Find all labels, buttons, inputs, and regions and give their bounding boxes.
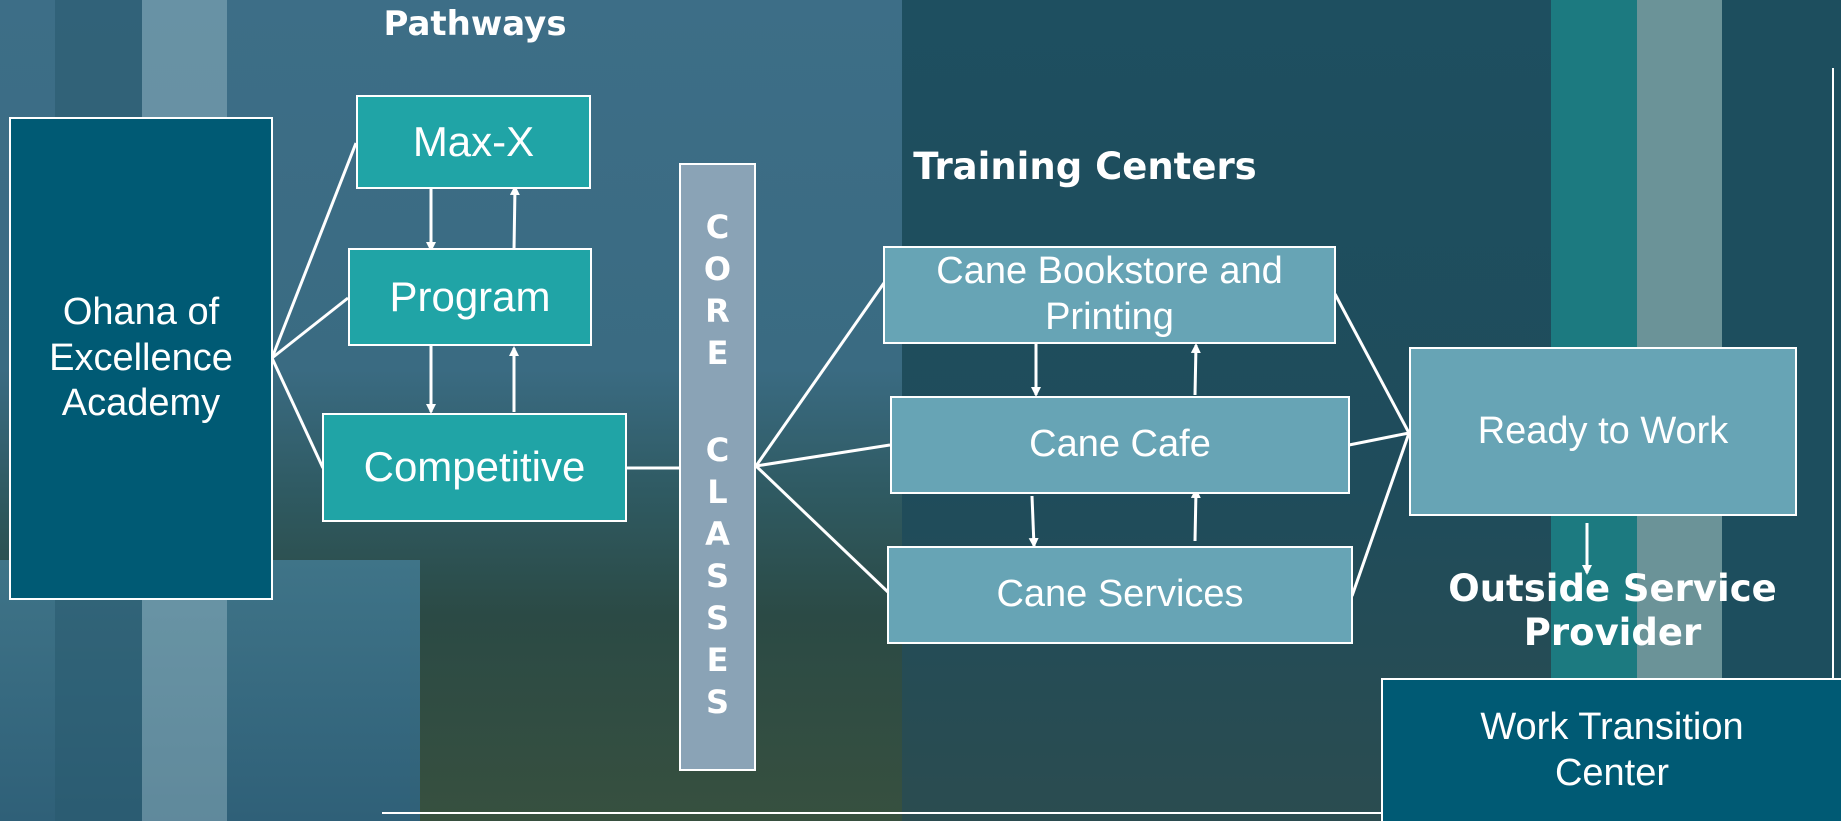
ohana-line: Excellence [49,336,233,379]
core-classes-box: C O R E C L A S S E S [679,163,756,771]
arrow-services-to-cafe [1190,488,1201,542]
core-classes-letter: S [705,599,730,637]
ohana-academy-box: Ohana of Excellence Academy [9,117,273,600]
training-centers-heading: Training Centers [913,145,1257,188]
ready-to-work-box: Ready to Work [1409,347,1797,516]
cafe-box: Cane Cafe [890,396,1350,494]
arrow-cafe-to-bookstore [1190,343,1201,396]
outside-provider-heading: Outside Service Provider [1425,567,1800,656]
arrow-cafe-to-services [1028,495,1039,548]
maxx-box: Max-X [356,95,591,189]
core-classes-letter: E [706,334,729,372]
bookstore-line: Printing [1045,296,1174,338]
connector-cafe-ready [1348,431,1410,447]
outside-provider-line2: Provider [1523,611,1702,655]
competitive-box: Competitive [322,413,627,522]
connector-ohana-competitive [270,357,325,469]
bookstore-line: Cane Bookstore and [936,250,1283,293]
core-classes-letter: C [705,431,730,469]
core-classes-letter: S [705,683,730,721]
core-classes-letter: S [705,557,730,595]
connector-ohana-maxx [270,142,358,359]
connector-bookstore-ready [1333,293,1411,434]
bookstore-box: Cane Bookstore and Printing [883,246,1336,344]
ohana-line: Ohana of [62,291,220,334]
connector-ohana-program [271,296,349,360]
arrow-program-to-maxx [509,185,520,251]
pathways-heading: Pathways [383,4,567,44]
core-classes-letter: R [705,292,730,330]
connector-services-ready [1350,432,1411,597]
outside-provider-line1: Outside Service [1448,567,1777,610]
connector-core-services [754,464,891,595]
work-transition-box: Work Transition Center [1381,678,1841,821]
program-box: Program [348,248,592,346]
ohana-line: Academy [61,382,221,425]
core-classes-letter: C [705,208,730,246]
core-classes-letter: E [706,641,729,679]
core-classes-letter: O [703,250,732,288]
work-transition-line: Work Transition [1480,705,1744,748]
core-classes-letter: L [707,473,728,511]
connector-core-bookstore [754,282,886,467]
connector-core-cafe [755,443,891,468]
core-classes-letter: A [705,515,730,553]
services-box: Cane Services [887,546,1353,644]
work-transition-line: Center [1554,751,1670,794]
